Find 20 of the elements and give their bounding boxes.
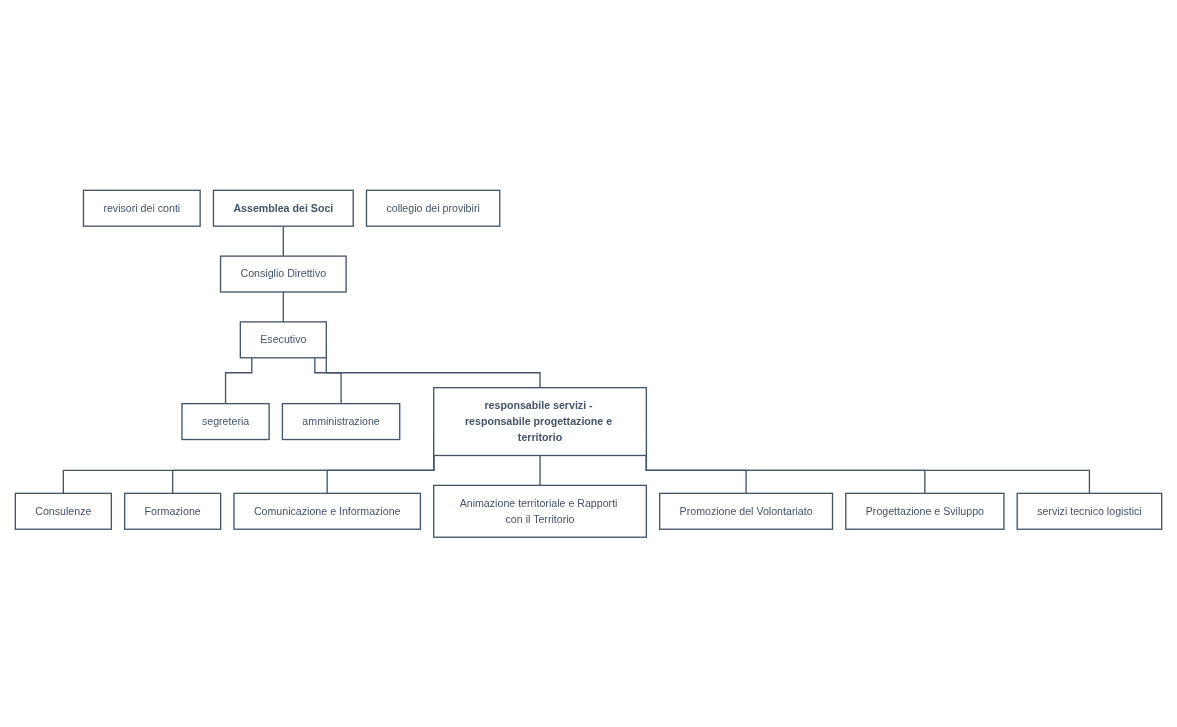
- node-box: Consulenze: [14, 492, 113, 530]
- node-box: segreteria: [181, 402, 270, 440]
- node-box: Progettazione e Sviluppo: [845, 492, 1005, 530]
- node-box: Promozione del Volontariato: [659, 492, 834, 530]
- connector: [282, 225, 284, 257]
- node-box: amministrazione: [281, 402, 401, 440]
- node-box: Esecutivo: [239, 320, 327, 359]
- node-box: collegio dei provibiri: [365, 189, 501, 227]
- connector: [282, 291, 284, 323]
- node-box: revisori dei conti: [82, 189, 201, 227]
- connector: [224, 356, 253, 405]
- node-box: servizi tecnico logistici: [1016, 492, 1163, 530]
- node-box: Assemblea dei Soci: [212, 189, 354, 227]
- node-box: Consiglio Direttivo: [219, 255, 347, 293]
- node-box: Animazione territoriale e Rapporti con il Territorio: [433, 484, 648, 538]
- node-box: Formazione: [124, 492, 222, 530]
- node-box: responsabile servizi - responsabile progettazione e territorio: [433, 386, 648, 456]
- connector: [314, 356, 342, 405]
- connector: [539, 454, 541, 486]
- node-box: Comunicazione e Informazione: [233, 492, 422, 530]
